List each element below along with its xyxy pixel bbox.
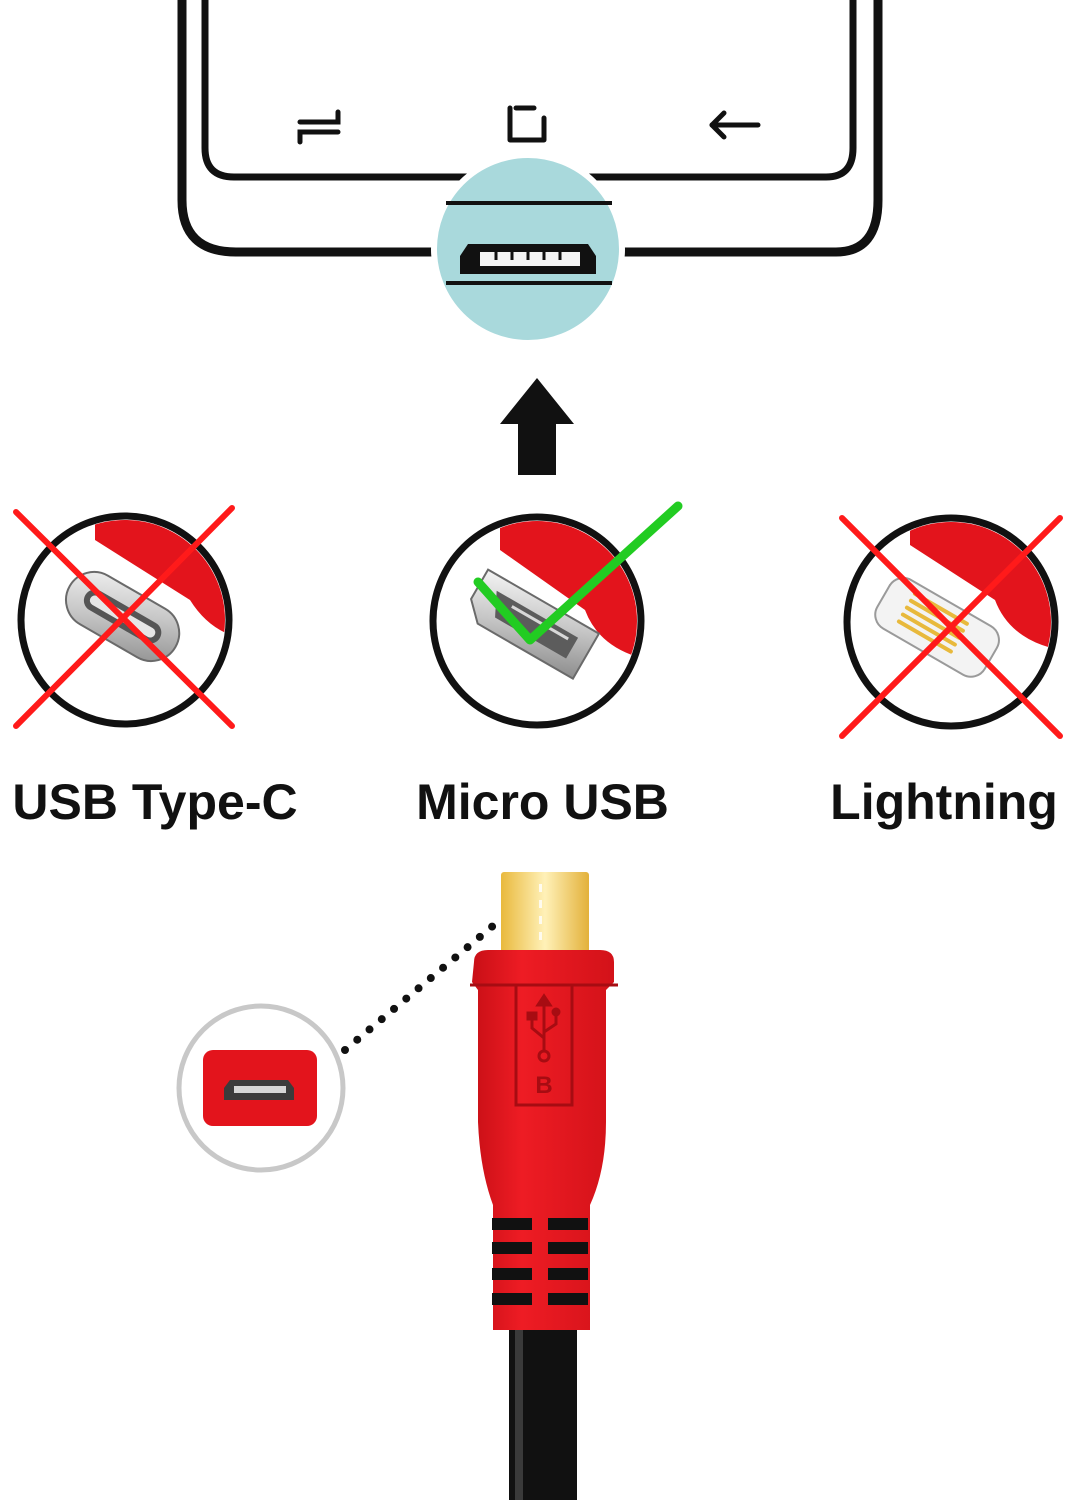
recent-apps-icon: [297, 109, 341, 145]
option-micro-usb: [429, 501, 683, 729]
gold-contact: [501, 872, 589, 958]
green-check-icon: [473, 501, 683, 645]
option-label-micro-usb: Micro USB: [416, 774, 669, 830]
micro-usb-cable-plug: B: [470, 872, 618, 1500]
red-cross-icon: [839, 515, 1063, 739]
option-label-usb-type-c: USB Type-C: [12, 774, 298, 830]
insert-up-arrow-icon: [500, 378, 574, 475]
home-square-icon: [507, 105, 547, 143]
grip-slots: [492, 1218, 588, 1305]
dotted-leader-line: [341, 921, 498, 1054]
plug-end-view-inset: [176, 1003, 346, 1173]
red-cross-icon: [13, 505, 235, 729]
plug-letter-b: B: [535, 1072, 552, 1099]
phone-screen: [201, 0, 857, 181]
usb-trident-icon: [526, 993, 561, 1063]
option-lightning: [839, 514, 1063, 739]
option-label-lightning: Lightning: [830, 774, 1058, 830]
phone-illustration: [177, 0, 883, 346]
option-usb-type-c: [13, 505, 235, 729]
back-arrow-icon: [709, 110, 761, 140]
micro-usb-port-icon: [431, 152, 625, 346]
plug-housing: [472, 950, 614, 1330]
